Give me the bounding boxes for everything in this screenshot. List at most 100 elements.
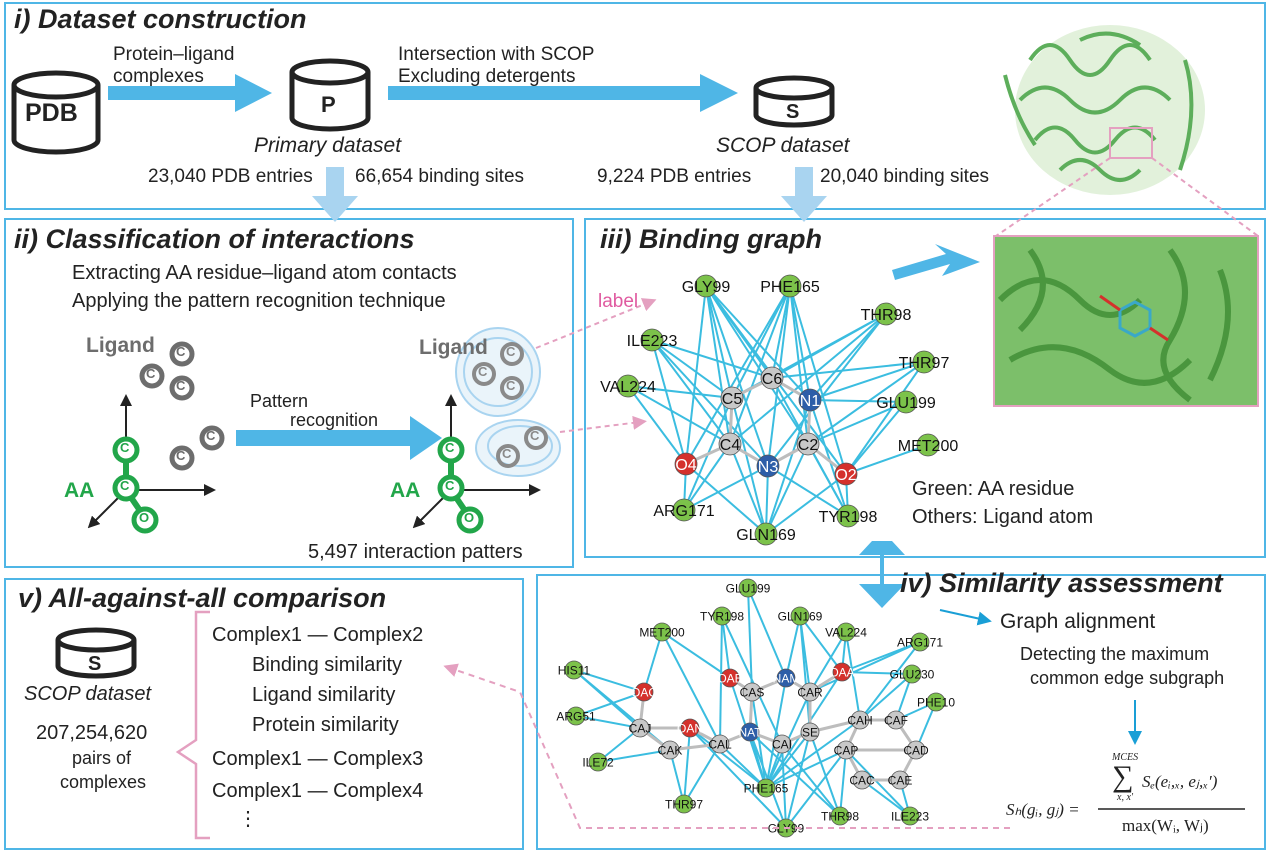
ag-label-cah: CAH (847, 713, 872, 727)
ag-node-se (800, 722, 820, 742)
ag-node-cap (836, 740, 856, 760)
ag-edge-phe165-cap (765, 749, 847, 789)
panel2-line1: Extracting AA residue–ligand atom contac… (72, 262, 457, 284)
arrow-primary-down (312, 167, 358, 222)
atom-letter-9: C (478, 364, 488, 379)
formula-link (443, 663, 1010, 829)
bg-edge-thr98-n3 (767, 313, 887, 467)
ag-edge-gln169-nam (785, 615, 801, 679)
bg-edge-tyr198-n3 (767, 465, 849, 517)
formula-lhs: Sₕ(gᵢ, gⱼ) = (1006, 800, 1080, 819)
atom-letter-13: C (445, 440, 455, 455)
panel-comparison (4, 578, 524, 850)
formula-sum-top: MCES (1112, 752, 1139, 763)
ag-node-caf (886, 710, 906, 730)
pdb-database-icon (11, 70, 101, 155)
atom-letter-15: O (464, 510, 475, 525)
ag-edge-gly99-cap (785, 749, 847, 829)
bg-node-c5 (720, 386, 744, 410)
complex-row-3: Complex1 — Complex4 (212, 780, 424, 802)
panel2-line2: Applying the pattern recognition techniq… (72, 290, 446, 312)
ag-edge-thr98-nat (749, 731, 841, 817)
atom-letter-6: C (120, 478, 130, 493)
ag-edge-arg171-cah (859, 641, 921, 721)
bg-edge-thr97-c2 (807, 361, 925, 445)
bg-node-n1 (798, 388, 822, 412)
ag-node-cac (852, 770, 872, 790)
ag-edge-thr98-cap (839, 749, 847, 817)
ag-label-cac: CAC (849, 773, 875, 787)
atom-letter-11: C (530, 428, 540, 443)
bg-label-n1: N1 (800, 393, 821, 410)
ag-node-cai (772, 734, 792, 754)
ag-label-thr97: THR97 (665, 797, 703, 811)
label-tag: label (598, 291, 639, 312)
bg-label-o2: O2 (835, 467, 856, 484)
ag-node-nam (776, 668, 796, 688)
ag-edge-glu199-cas (747, 587, 753, 693)
ag-label-thr98: THR98 (821, 809, 859, 823)
ag-edge-met200-oac (643, 631, 663, 693)
bg-edge-ile223-o4 (651, 339, 687, 465)
formula-sum-bottom: x, x′ (1117, 792, 1134, 803)
arrow1-label-2: complexes (113, 66, 204, 87)
ag-label-cak: CAK (658, 743, 683, 757)
ag-edge-phe165-nam (765, 677, 787, 789)
atom-letter-14: C (445, 478, 455, 493)
ag-label-oaa: OAA (829, 665, 854, 679)
formula-numerator: Sₑ(eᵢ,ₓ, eⱼ,ₓ′) (1142, 772, 1218, 791)
ag-label-oab: OAB (717, 671, 742, 685)
aa-label-left: AA (64, 479, 95, 502)
primary-dataset-label: Primary dataset (254, 134, 402, 157)
pattern-label-2: recognition (290, 410, 379, 430)
ag-label-oac: OAC (631, 685, 657, 699)
atom-letter-12: C (502, 446, 512, 461)
legend-green: Green: AA residue (912, 478, 1075, 500)
atom-letter-5: C (120, 440, 130, 455)
bg-edge-thr98-n1 (809, 313, 887, 401)
bg-label-n3: N3 (758, 459, 779, 476)
scop-database-icon (753, 75, 835, 128)
ag-node-cae (890, 770, 910, 790)
bg-edge-phe165-c6 (771, 285, 791, 379)
ag-edge-gly99-se (785, 731, 811, 829)
panel5-title: v) All-against-all comparison (18, 583, 387, 613)
bg-label-arg171: ARG171 (653, 503, 714, 520)
ag-node-nat (740, 722, 760, 742)
ag-label-nam: NAM (773, 671, 800, 685)
ag-node-gln169 (790, 606, 810, 626)
ag-edge-phe165-se (765, 731, 811, 789)
bg-edge-glu199-n1 (809, 399, 907, 403)
ag-edge-glu199-nam (747, 587, 787, 679)
ag-edge-gln169-oaa (799, 615, 843, 673)
arrow-to-graph-alignment (939, 609, 992, 626)
arrow-pdb-to-primary (108, 74, 272, 112)
bg-label-gly99: GLY99 (682, 279, 731, 296)
bg-label-tyr198: TYR198 (819, 509, 878, 526)
more-dots: ⋮ (238, 808, 258, 830)
ag-label-phe10: PHE10 (917, 695, 955, 709)
ag-node-cas (742, 682, 762, 702)
scop-dataset-label-v: SCOP dataset (24, 683, 152, 705)
ligand-atoms-left (139, 341, 225, 471)
bg-edge-ile223-c4 (651, 339, 731, 445)
bg-label-ile223: ILE223 (627, 333, 678, 350)
ag-node-cah (850, 710, 870, 730)
atom-letter-3: C (206, 428, 216, 443)
bg-edge-ile223-c6 (651, 339, 773, 379)
bg-node-gln169 (754, 522, 778, 546)
bg-node-phe165 (778, 274, 802, 298)
arrow2-label-1: Intersection with SCOP (398, 44, 595, 65)
bg-edge-tyr198-n1 (809, 399, 849, 517)
bg-edge-phe165-o4 (685, 285, 791, 465)
ag-node-cal (710, 734, 730, 754)
aa-molecule-right (412, 394, 541, 534)
aa-label-right: AA (390, 479, 421, 502)
ag-node-glu230 (902, 664, 922, 684)
ag-edge-ile72-cak (597, 749, 671, 763)
bg-node-c4 (718, 432, 742, 456)
bg-label-val224: VAL224 (600, 379, 656, 396)
bg-node-n3 (756, 454, 780, 478)
